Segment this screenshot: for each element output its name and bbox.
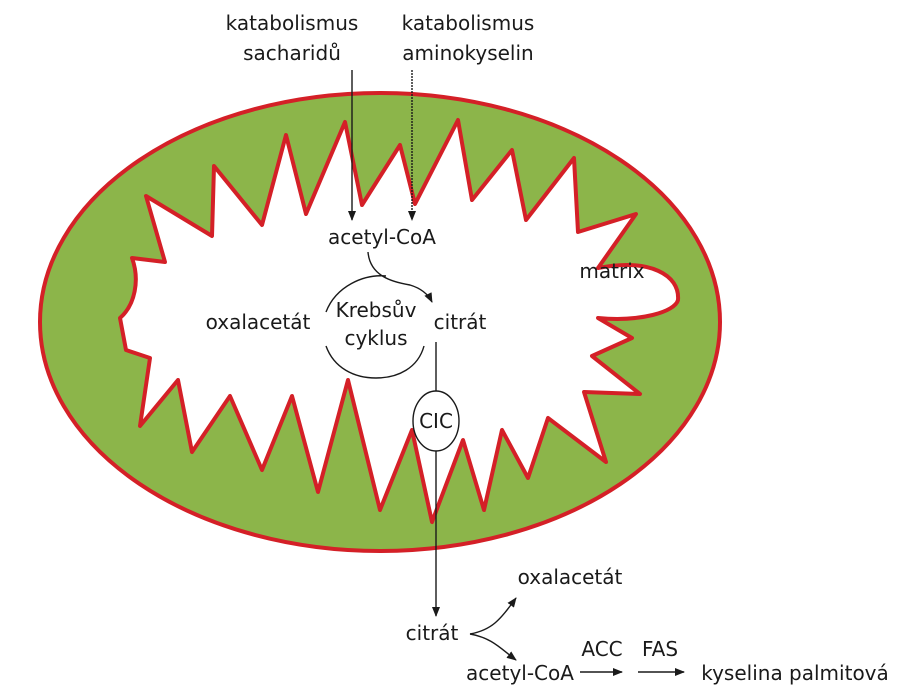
cic-carrier-label: CIC — [419, 409, 453, 433]
citrate-to-oxaloacetate-arrow — [470, 598, 516, 634]
citrate-to-acetyl-coa-arrow — [470, 634, 516, 660]
citrate-cytosol-label: citrát — [406, 621, 459, 645]
enzyme-fas-label: FAS — [642, 637, 678, 661]
krebs-cycle-label-line1: Krebsův — [336, 298, 417, 322]
krebs-cycle-label-line2: cyklus — [344, 326, 407, 350]
acetyl-coa-label: acetyl-CoA — [328, 225, 436, 249]
matrix-label: matrix — [579, 259, 644, 283]
palmitic-acid-label: kyselina palmitová — [701, 661, 889, 685]
oxaloacetate-matrix-label: oxalacetát — [206, 310, 311, 334]
input-carbohydrate-line2: sacharidů — [243, 41, 341, 65]
acetyl-coa-cytosol-label: acetyl-CoA — [466, 661, 574, 685]
citrate-matrix-label: citrát — [434, 310, 487, 334]
enzyme-acc-label: ACC — [581, 637, 622, 661]
oxaloacetate-cytosol-label: oxalacetát — [518, 565, 623, 589]
input-amino-line1: katabolismus — [402, 11, 535, 35]
input-carbohydrate-line1: katabolismus — [226, 11, 359, 35]
input-amino-line2: aminokyselin — [402, 41, 533, 65]
